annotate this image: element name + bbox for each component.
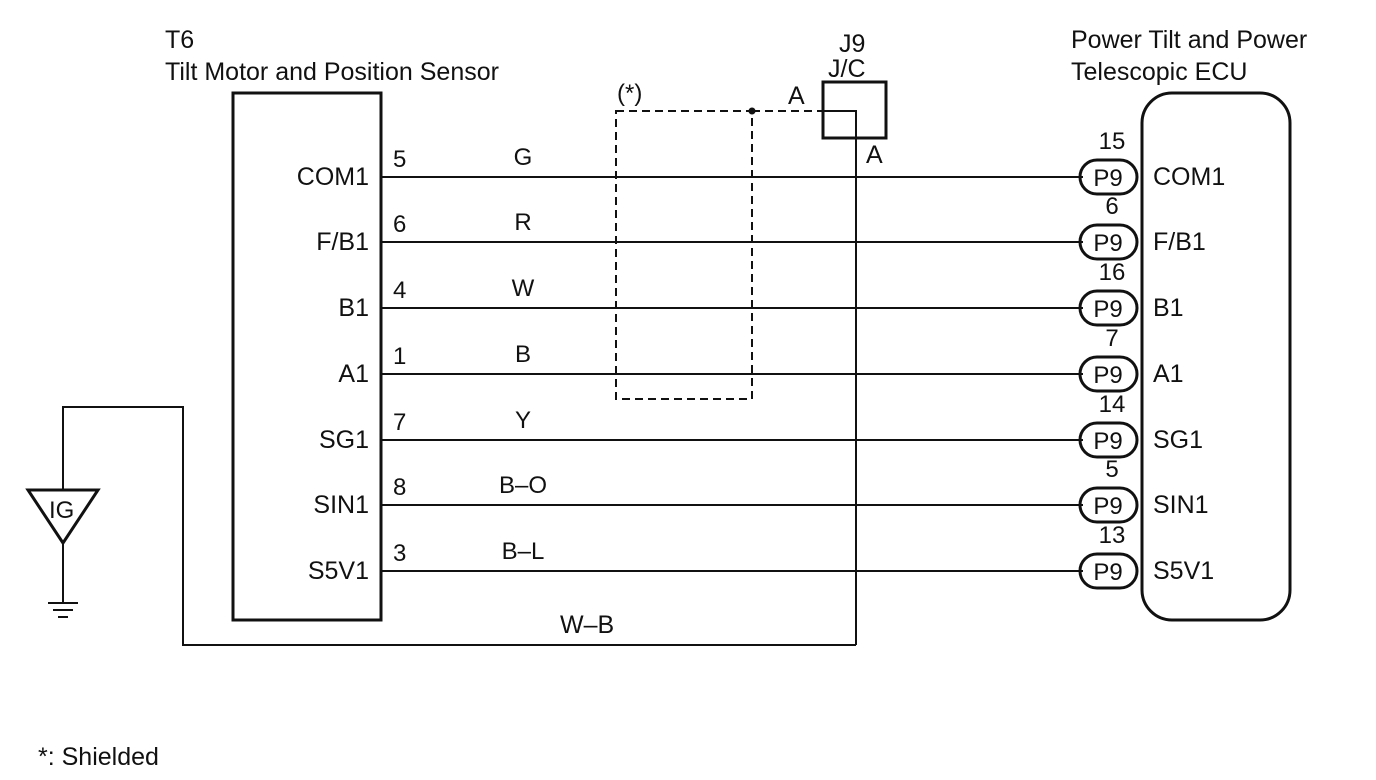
right-pin-number: 6 — [1105, 193, 1118, 220]
footnote: *: Shielded — [38, 743, 159, 771]
left-terminal-label: S5V1 — [308, 557, 369, 585]
right-terminal-label: A1 — [1153, 360, 1184, 388]
left-terminal-label: B1 — [338, 294, 369, 322]
right-pin-number: 16 — [1099, 259, 1126, 286]
ecu-box — [1140, 91, 1292, 622]
right-terminal-label: B1 — [1153, 294, 1184, 322]
ig-label: IG — [49, 497, 74, 524]
wire-color-label: G — [514, 144, 533, 171]
connector-label: P9 — [1093, 165, 1122, 192]
wire-color-label: R — [514, 209, 531, 236]
ground-wire-w-b — [62, 406, 856, 646]
right-pin-number: 5 — [1105, 456, 1118, 483]
right-terminal-label: F/B1 — [1153, 228, 1206, 256]
tilt-motor-sensor-box — [231, 91, 383, 622]
connector-pill — [1078, 158, 1139, 196]
right-terminal-label: SG1 — [1153, 426, 1203, 454]
connector-label: P9 — [1093, 493, 1122, 520]
right-pin-number: 13 — [1099, 522, 1126, 549]
connector-pill — [1078, 552, 1139, 590]
left-pin-number: 8 — [393, 474, 406, 501]
connector-label: P9 — [1093, 428, 1122, 455]
right-component-name-line1: Power Tilt and Power — [1071, 26, 1307, 54]
junction-pin-in: A — [788, 82, 805, 110]
junction-ground-wire — [823, 110, 857, 645]
left-pin-number: 3 — [393, 540, 406, 567]
wire-color-label: B — [515, 341, 531, 368]
left-pin-number: 6 — [393, 211, 406, 238]
wire-color-label: B–L — [502, 538, 545, 565]
ground-wire-color: W–B — [560, 611, 614, 639]
connector-pill — [1078, 486, 1139, 524]
left-pin-number: 7 — [393, 409, 406, 436]
connector-label: P9 — [1093, 559, 1122, 586]
left-pin-number: 1 — [393, 343, 406, 370]
wire-color-label: W — [512, 275, 535, 302]
right-pin-number: 15 — [1099, 128, 1126, 155]
right-terminal-label: COM1 — [1153, 163, 1225, 191]
right-terminal-label: S5V1 — [1153, 557, 1214, 585]
connector-label: P9 — [1093, 362, 1122, 389]
connector-pill — [1078, 223, 1139, 261]
left-component-code: T6 — [165, 26, 194, 54]
connector-pill — [1078, 421, 1139, 459]
wire-color-label: B–O — [499, 472, 547, 499]
right-pin-number: 14 — [1099, 391, 1126, 418]
shield-label: (*) — [617, 80, 642, 107]
right-pin-number: 7 — [1105, 325, 1118, 352]
connector-label: P9 — [1093, 230, 1122, 257]
connector-pill — [1078, 289, 1139, 327]
ig-triangle-icon — [25, 488, 101, 546]
left-terminal-label: A1 — [338, 360, 369, 388]
left-terminal-label: SIN1 — [313, 491, 369, 519]
connector-pill — [1078, 355, 1139, 393]
junction-pin-out: A — [866, 141, 883, 169]
wire-color-label: Y — [515, 407, 531, 434]
junction-code: J9 — [839, 30, 865, 58]
right-component-name-line2: Telescopic ECU — [1071, 58, 1247, 86]
left-terminal-label: COM1 — [297, 163, 369, 191]
junction-name: J/C — [828, 55, 866, 83]
right-terminal-label: SIN1 — [1153, 491, 1209, 519]
left-component-name: Tilt Motor and Position Sensor — [165, 58, 499, 86]
shield-outline — [615, 110, 753, 400]
shield-splice-dot — [748, 107, 756, 115]
left-pin-number: 5 — [393, 146, 406, 173]
connector-label: P9 — [1093, 296, 1122, 323]
left-terminal-label: SG1 — [319, 426, 369, 454]
left-terminal-label: F/B1 — [316, 228, 369, 256]
left-pin-number: 4 — [393, 277, 406, 304]
